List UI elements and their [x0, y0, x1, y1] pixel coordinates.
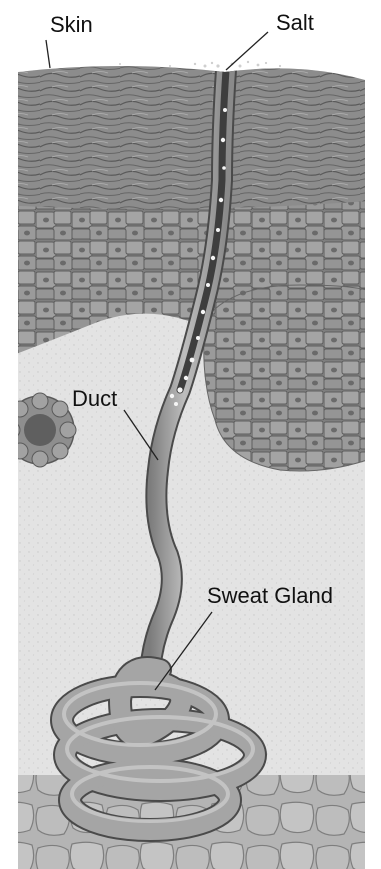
salt-label: Salt — [276, 10, 314, 36]
right-cell-cluster — [204, 285, 381, 471]
skin-label: Skin — [50, 12, 93, 38]
skin-leader-line — [46, 40, 50, 68]
duct-label: Duct — [72, 386, 117, 412]
left-cell-ring — [4, 393, 76, 467]
sweat-gland-label: Sweat Gland — [207, 583, 333, 609]
salt-leader-line — [226, 32, 268, 70]
stratum-corneum — [0, 63, 381, 210]
